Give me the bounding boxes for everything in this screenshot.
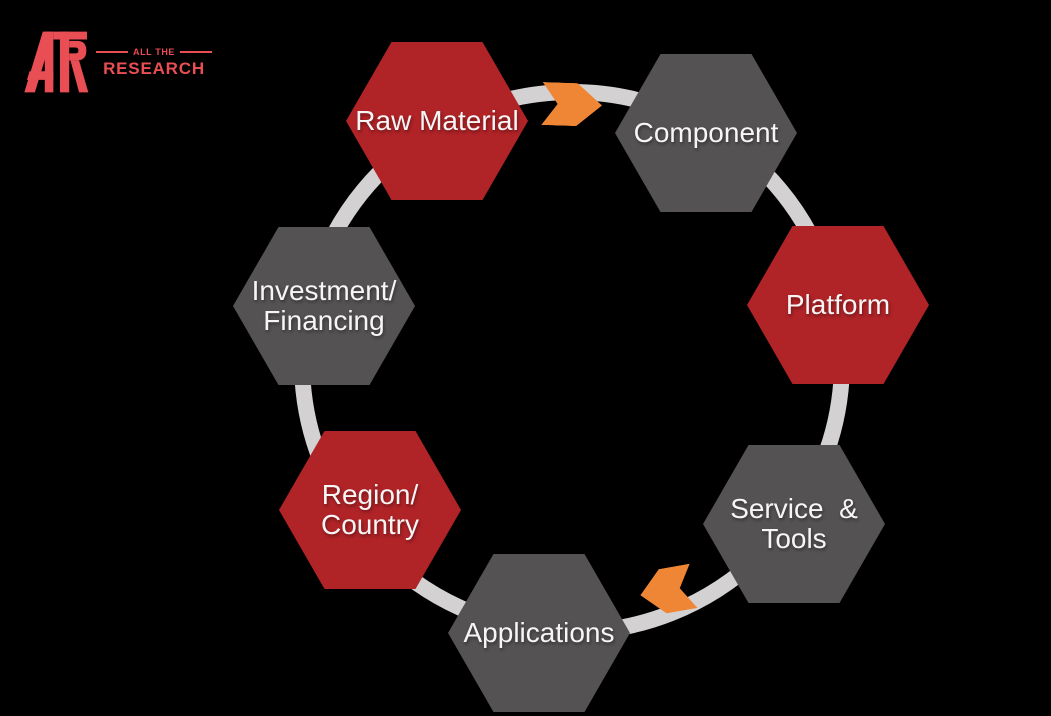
hexagon-raw-material: Raw Material: [346, 42, 528, 200]
logo-tagline: ALL THE: [132, 47, 176, 57]
logo-wordmark: ALL THE RESEARCH: [96, 47, 213, 79]
hexagon-label: Region/: [321, 479, 419, 510]
hexagon-label: Applications: [463, 617, 615, 648]
hexagon-investment-financing: Investment/ Financing: [233, 227, 415, 385]
hexagon-label: Service &: [730, 493, 858, 524]
hexagon-label: Tools: [761, 523, 827, 554]
hexagon-label: Platform: [785, 289, 891, 320]
tagline-left-rule: [96, 51, 128, 53]
logo: ALL THE RESEARCH: [23, 30, 213, 94]
hexagon-label: Investment/: [251, 275, 397, 306]
atr-monogram-icon: [24, 31, 89, 93]
hexagon-label: Financing: [263, 305, 385, 336]
logo-brand-name: RESEARCH: [103, 59, 205, 78]
tagline-right-rule: [180, 51, 213, 53]
hexagon-label: Raw Material: [355, 105, 519, 136]
hexagon-label: Country: [320, 509, 420, 540]
hexagon-label: Component: [633, 117, 779, 148]
